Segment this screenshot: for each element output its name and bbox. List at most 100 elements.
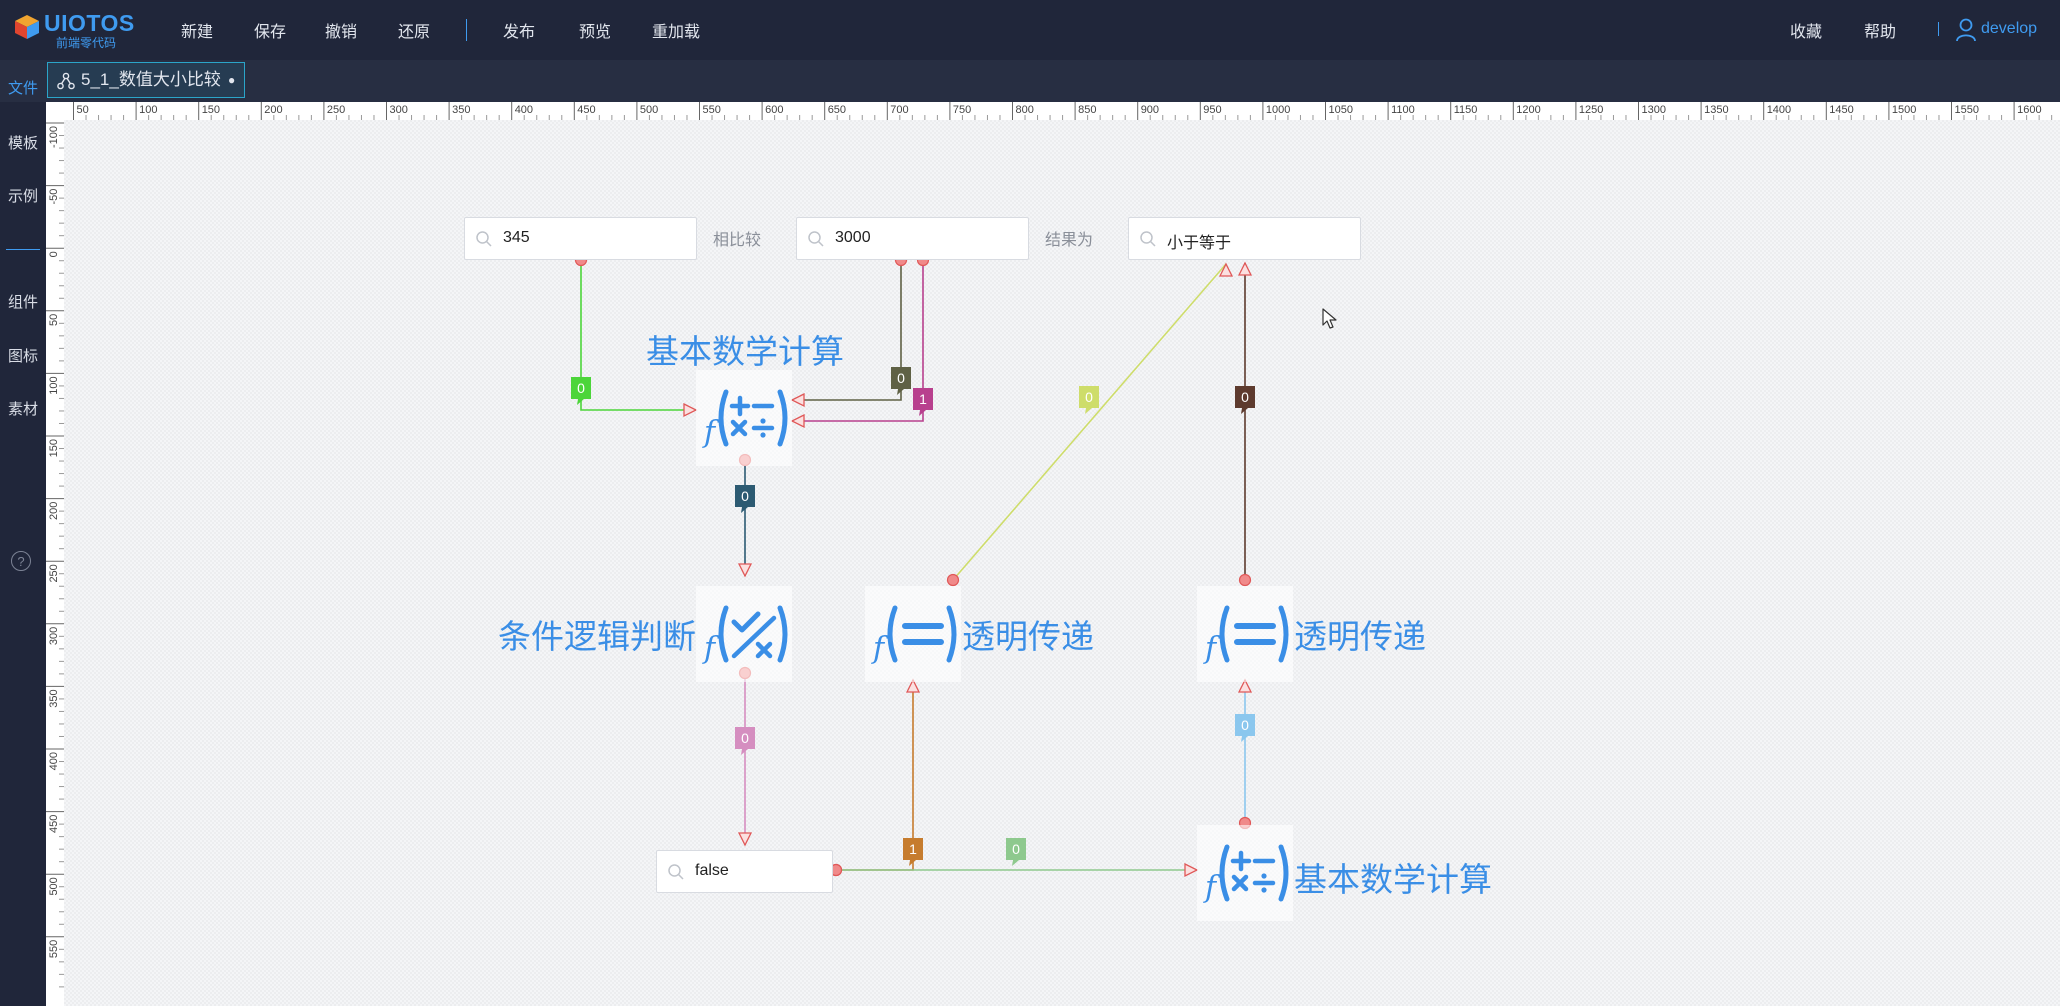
ruler-label: 1550 [1955,104,1979,116]
sidebar-item-icons[interactable]: 图标 [7,348,38,365]
link-index-badge [1235,714,1255,736]
logo: UIOTOS 前端零代码 [14,10,134,50]
sidebar-item-assets[interactable]: 素材 [7,401,38,418]
output-port[interactable] [946,573,960,587]
input-port-arrow[interactable] [790,413,805,429]
document-tab-title: 5_1_数值大小比较 [81,70,221,89]
svg-text:f: f [1203,631,1221,666]
ruler-label: 1250 [1579,104,1603,116]
user-name[interactable]: develop [1981,20,2038,37]
sidebar-item-components[interactable]: 组件 [7,294,38,311]
menu-publish[interactable]: 发布 [503,24,536,41]
link-index-label: 0 [1085,389,1093,405]
ruler-label: 300 [48,627,60,645]
logic-function-icon: f [702,605,788,666]
input-port-arrow[interactable] [790,392,805,408]
menu-save[interactable]: 保存 [254,24,287,41]
link-index-badge [913,388,933,410]
menu-new[interactable]: 新建 [181,24,214,41]
second-number-input[interactable]: 3000 [796,217,1029,260]
sidebar-item-examples[interactable]: 示例 [7,188,38,205]
ruler-label: 850 [1078,104,1096,116]
menu-reload[interactable]: 重加载 [652,24,701,41]
ruler-label: 900 [1141,104,1159,116]
ruler-label: 1600 [2017,104,2041,116]
ruler-label: -50 [48,189,60,205]
ruler-label: 100 [48,376,60,394]
pass-function-icon: f [871,605,957,666]
input-port-arrow[interactable] [1218,262,1234,277]
link-line[interactable] [836,680,914,871]
logo-cube-icon [15,15,39,39]
output-port[interactable] [1238,573,1252,587]
link-index-label: 0 [741,730,749,746]
link-index-label: 0 [1012,841,1020,857]
file-panel-tab[interactable]: 文件 [7,80,38,97]
pass-node-right[interactable]: f [1197,586,1293,682]
ruler-label: 100 [139,104,157,116]
logic-node-title: 条件逻辑判断 [498,618,696,655]
math-node-top[interactable]: f [696,370,792,466]
first-number-input[interactable]: 345 [464,217,697,260]
result-input[interactable]: 小于等于 [1128,217,1361,260]
input-port-arrow[interactable] [1237,678,1253,693]
menu-favorites[interactable]: 收藏 [1790,24,1823,41]
link-line[interactable] [792,260,924,422]
link-line[interactable] [792,260,902,401]
boolean-value: false [695,862,729,879]
result-label: 结果为 [1045,232,1094,249]
link-index-label: 0 [1241,717,1249,733]
link-line[interactable] [580,260,696,411]
ruler-label: 1150 [1454,104,1478,116]
link-badge-pointer [919,410,926,416]
pass-function-icon: f [1203,605,1289,666]
help-circle-icon[interactable]: ? [11,551,31,571]
input-port-arrow[interactable] [737,563,753,578]
math-node-bottom[interactable]: f [1197,825,1293,921]
tab-bar [0,60,2060,102]
input-port-arrow[interactable] [905,678,921,693]
link-badge-pointer [1085,408,1092,414]
link-line[interactable] [952,263,1227,581]
link-badge-pointer [741,507,748,513]
link-index-label: 0 [897,370,905,386]
compare-label: 相比较 [713,232,762,249]
user-icon[interactable] [1955,18,1977,42]
menu-undo[interactable]: 撤销 [325,24,358,41]
document-tab[interactable]: 5_1_数值大小比较 ● [47,62,245,98]
input-port-arrow[interactable] [683,402,698,418]
math-node-bottom-title: 基本数学计算 [1294,861,1492,898]
input-port-arrow[interactable] [737,832,753,847]
sidebar-item-templates[interactable]: 模板 [7,135,38,152]
menu-preview[interactable]: 预览 [579,24,612,41]
ruler-label: 450 [577,104,595,116]
pass-node-left[interactable]: f [865,586,961,682]
ruler-label: 250 [48,564,60,582]
svg-text:f: f [871,631,889,666]
link-index-label: 0 [577,380,585,396]
ruler-label: 1500 [1892,104,1916,116]
ruler-label: 50 [77,104,89,116]
menu-divider [466,19,467,41]
left-sidebar: 模板 示例 组件 图标 素材 ? [0,102,46,1006]
math-function-icon: f [702,389,788,450]
graph-icon [57,72,75,90]
link-index-badge [735,485,755,507]
svg-text:f: f [702,631,720,666]
menu-help[interactable]: 帮助 [1864,24,1897,41]
brand-subtitle: 前端零代码 [56,36,117,50]
ruler-label: 200 [264,104,282,116]
ruler-label: 250 [327,104,345,116]
input-port-arrow[interactable] [1184,862,1199,878]
ruler-label: 750 [953,104,971,116]
unsaved-indicator: ● [228,73,236,87]
boolean-input[interactable]: false [656,850,833,893]
brand-name: UIOTOS [44,10,135,36]
input-port-arrow[interactable] [1237,261,1253,276]
link-badge-pointer [1241,408,1248,414]
ruler-label: 450 [48,815,60,833]
logic-node[interactable]: f [696,586,792,682]
menu-redo[interactable]: 还原 [398,24,431,41]
ruler-label: 700 [890,104,908,116]
